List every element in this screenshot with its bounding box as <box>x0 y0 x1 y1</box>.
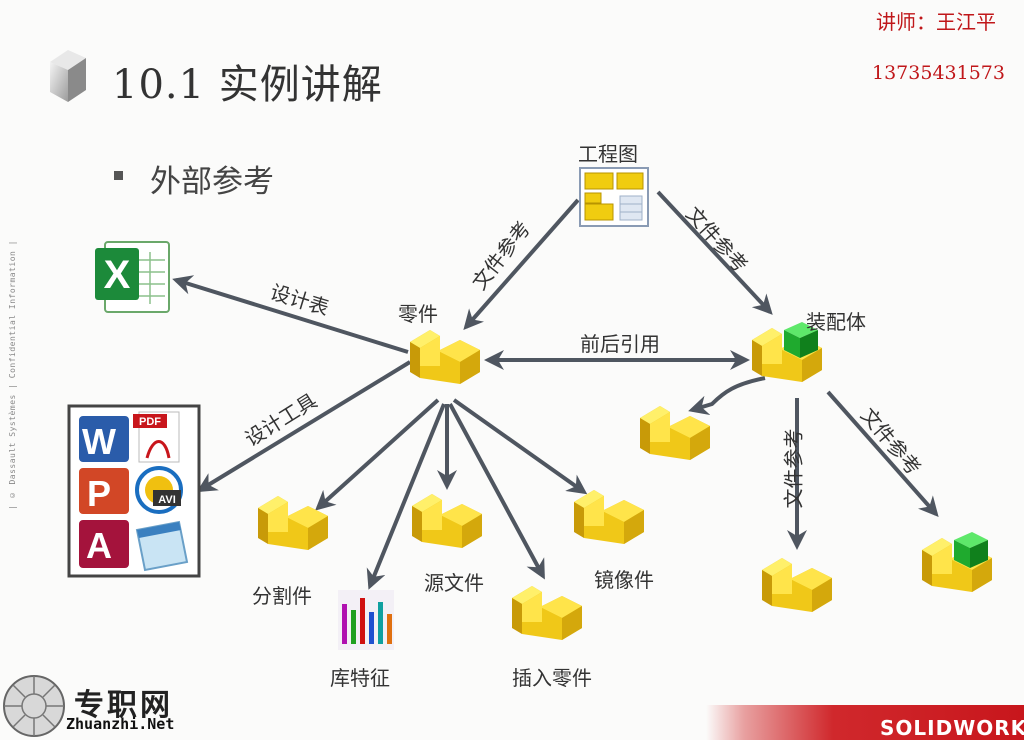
assembly2-icon <box>922 532 992 592</box>
slide-title: 10.1 实例讲解 <box>112 62 383 108</box>
office-apps-icon: W PDF P AVI A <box>67 404 201 578</box>
label-drawing: 工程图 <box>578 142 638 166</box>
logo-url: Zhuanzhi.Net <box>66 715 175 733</box>
part2-icon <box>762 558 832 612</box>
arrow-part-to-library <box>366 403 446 590</box>
arrow-part-to-mirror <box>452 398 588 495</box>
svg-text:W: W <box>82 421 116 462</box>
label-library-feature: 库特征 <box>330 666 390 690</box>
arrow-assembly-to-asm2 <box>826 390 939 517</box>
insert-part-icon <box>512 586 582 640</box>
arrow-part-to-split <box>315 398 440 511</box>
label-insert-part: 插入零件 <box>512 666 592 690</box>
svg-text:A: A <box>86 525 112 566</box>
instructor-label: 讲师：王江平 <box>876 10 996 34</box>
brand-bar <box>706 705 1024 740</box>
mirror-part-icon <box>574 490 644 544</box>
arrow-assembly-to-subpart <box>688 376 766 415</box>
library-feature-icon <box>338 590 394 650</box>
logo-text: 专职网 <box>74 688 173 723</box>
brand-name: SOLIDWORKS <box>880 716 1024 740</box>
svg-text:AVI: AVI <box>158 494 176 506</box>
arrow-drawing-to-part <box>463 198 580 331</box>
arrow-part-to-office <box>196 360 412 493</box>
slide-cube-icon <box>50 50 86 102</box>
svg-text:P: P <box>87 473 111 514</box>
edge-label-file-ref-3: 文件参考 <box>781 428 806 509</box>
edge-label-front-back-ref: 前后引用 <box>580 332 660 356</box>
split-part-icon <box>258 496 328 550</box>
label-source-file: 源文件 <box>424 571 484 595</box>
arrow-drawing-to-assembly <box>656 190 773 315</box>
label-part: 零件 <box>398 302 438 326</box>
drawing-icon <box>579 167 649 227</box>
arrow-part-to-insert <box>448 403 545 580</box>
zhuanzhi-logo-icon <box>3 675 65 737</box>
label-mirror-part: 镜像件 <box>594 568 654 592</box>
bullet-text: 外部参考 <box>150 164 274 200</box>
source-file-icon <box>412 494 482 548</box>
svg-text:X: X <box>104 253 131 297</box>
bullet-square-icon <box>114 171 123 180</box>
arrow-part-to-excel <box>172 275 409 354</box>
label-assembly: 装配体 <box>806 310 866 334</box>
part-icon <box>410 330 480 384</box>
svg-text:PDF: PDF <box>139 416 161 428</box>
phone-number: 13735431573 <box>872 62 1005 84</box>
label-split-part: 分割件 <box>252 584 312 608</box>
subpart-icon <box>640 406 710 460</box>
excel-icon: X <box>95 241 170 313</box>
